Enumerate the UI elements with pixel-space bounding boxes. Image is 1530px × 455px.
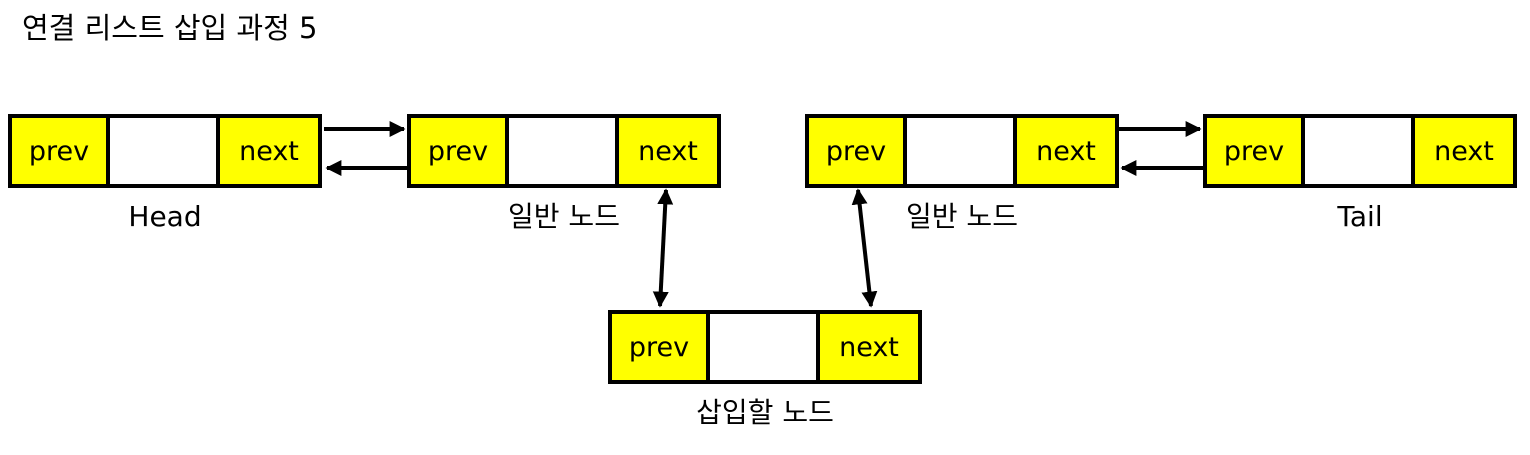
tail-node-label: Tail <box>1337 200 1383 233</box>
normal-node-1: prev next <box>407 114 721 188</box>
tail-node: prev next <box>1203 114 1517 188</box>
normal-1-insert-bidirectional-arrow <box>652 188 674 308</box>
tail-prev-cell: prev <box>1207 118 1305 184</box>
head-node: prev next <box>8 114 322 188</box>
diagram-title: 연결 리스트 삽입 과정 5 <box>22 11 318 45</box>
insert-data-cell <box>710 314 820 380</box>
tail-data-cell <box>1305 118 1415 184</box>
insert-node-label: 삽입할 노드 <box>696 396 834 429</box>
normal-node-2-label: 일반 노드 <box>906 200 1018 233</box>
insert-node: prev next <box>608 310 922 384</box>
normal-node-2-prev-cell: prev <box>809 118 907 184</box>
normal-node-1-label: 일반 노드 <box>508 200 620 233</box>
normal-node-2-data-cell <box>907 118 1017 184</box>
normal-node-1-prev-cell: prev <box>411 118 509 184</box>
normal-node-2: prev next <box>805 114 1119 188</box>
normal-node-1-next-cell: next <box>619 118 717 184</box>
head-prev-cell: prev <box>12 118 110 184</box>
head-node-label: Head <box>128 200 202 233</box>
normal-node-1-data-cell <box>509 118 619 184</box>
normal-node-2-next-cell: next <box>1017 118 1115 184</box>
insert-next-cell: next <box>820 314 918 380</box>
normal-2-insert-bidirectional-arrow <box>851 188 878 308</box>
head-next-cell: next <box>220 118 318 184</box>
insert-prev-cell: prev <box>612 314 710 380</box>
tail-next-cell: next <box>1415 118 1513 184</box>
head-data-cell <box>110 118 220 184</box>
